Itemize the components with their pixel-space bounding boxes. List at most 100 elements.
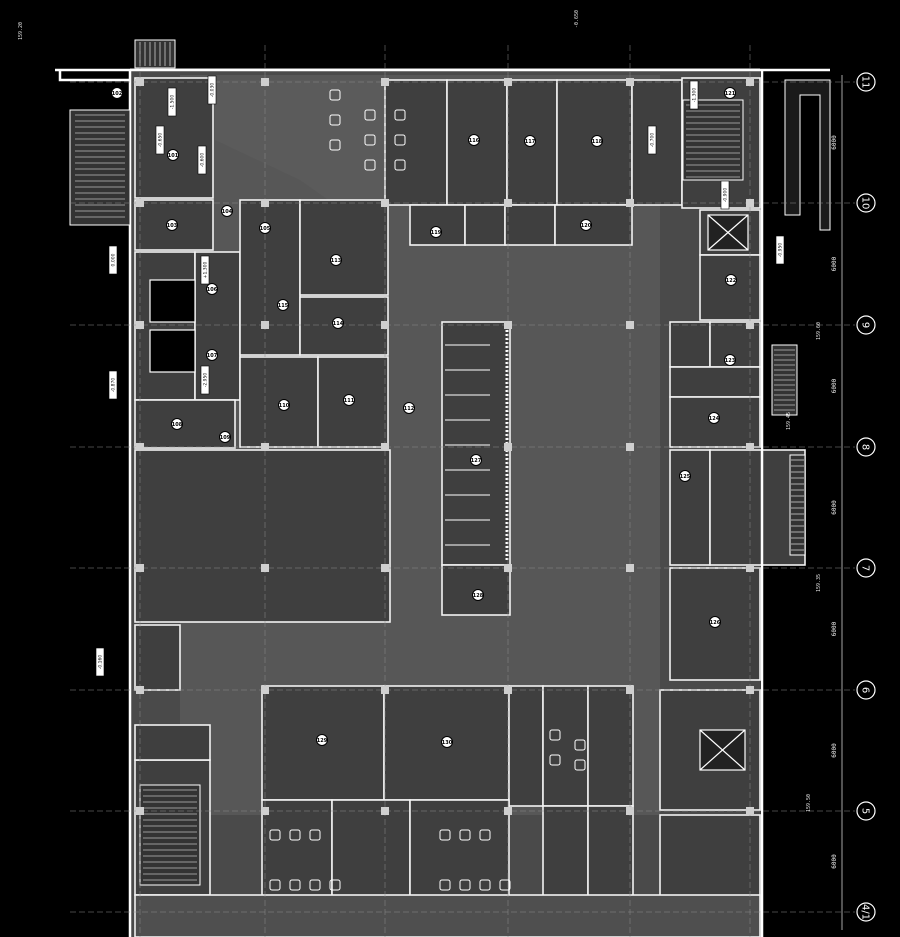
- level-mark: -0.900: [720, 180, 730, 210]
- level-mark: +1.300: [200, 255, 210, 285]
- room-tag: 124: [708, 412, 720, 424]
- dimension-label: 6000: [831, 135, 838, 150]
- axis-label: 9: [860, 322, 871, 328]
- room-tag: 130: [441, 736, 453, 748]
- elevation-label: 159.45: [786, 412, 792, 430]
- rooms: [134, 77, 806, 937]
- room-tag: 110: [278, 399, 290, 411]
- axis-marker-8: 8: [856, 437, 876, 457]
- svg-text:130: 130: [442, 740, 453, 746]
- room-tag: 102: [111, 87, 123, 99]
- room-tag: 121: [724, 87, 736, 99]
- svg-text:104: 104: [222, 209, 233, 215]
- axis-marker-6: 6: [856, 680, 876, 700]
- svg-text:112: 112: [404, 406, 415, 412]
- dimension-label: 6000: [831, 256, 838, 271]
- svg-text:-0.700: -0.700: [650, 133, 656, 148]
- level-mark: -0.160: [95, 647, 105, 677]
- axis-label: 7: [860, 565, 871, 571]
- dimension-label: 6000: [831, 854, 838, 869]
- svg-text:119: 119: [431, 230, 442, 236]
- svg-text:116: 116: [469, 138, 480, 144]
- dimension-label: 6000: [831, 378, 838, 393]
- ramp: [784, 79, 831, 231]
- svg-text:109: 109: [220, 435, 231, 441]
- room-tag: 117: [524, 135, 536, 147]
- svg-text:-2.950: -2.950: [203, 373, 209, 388]
- room-tag: 111: [343, 394, 355, 406]
- svg-text:111: 111: [344, 398, 355, 404]
- dimension-labels: 6000 6000 6000 6000 6000 6000 6000: [831, 135, 838, 869]
- level-marks: -0.650 -0.600 -1.500 -0.030 -0.700 -1.300 -0.9…: [95, 75, 785, 677]
- level-mark: -0.950: [775, 235, 785, 265]
- elevation-label: 159.35: [816, 574, 822, 592]
- svg-text:-0.030: -0.030: [210, 83, 216, 98]
- room-tag: 108: [171, 418, 183, 430]
- room-tag: 126: [709, 616, 721, 628]
- room-tag: 115: [277, 299, 289, 311]
- level-mark: -1.300: [689, 80, 699, 110]
- svg-text:-0.900: -0.900: [723, 188, 729, 203]
- axis-label: 4/1: [860, 904, 871, 920]
- svg-text:-0.160: -0.160: [98, 655, 104, 670]
- axis-label: 6: [860, 687, 871, 693]
- elevation-label: 159.20: [18, 22, 24, 40]
- room-tag: 109: [219, 431, 231, 443]
- axis-label: 5: [860, 808, 871, 814]
- elevators: [149, 214, 749, 771]
- axis-marker-9: 9: [856, 315, 876, 335]
- room-tag: 107: [206, 349, 218, 361]
- axis-markers: 11 10 9 8 7 6 5 4/1: [856, 72, 876, 922]
- axis-marker-10: 10: [856, 193, 876, 213]
- svg-text:114: 114: [333, 321, 344, 327]
- room-tag: 129: [316, 734, 328, 746]
- level-mark: -1.500: [167, 87, 177, 117]
- room-tag: 123: [724, 354, 736, 366]
- svg-text:120: 120: [581, 223, 592, 229]
- dimension-label: 6000: [831, 500, 838, 515]
- svg-text:118: 118: [592, 139, 603, 145]
- dimension-label: 6000: [831, 743, 838, 758]
- room-tag: 114: [332, 317, 344, 329]
- dimension-label: 6000: [831, 621, 838, 636]
- room-tag: 119: [430, 226, 442, 238]
- level-mark: -0.700: [647, 125, 657, 155]
- svg-text:-0.600: -0.600: [200, 153, 206, 168]
- room-tag: 128: [472, 589, 484, 601]
- svg-text:125: 125: [680, 474, 691, 480]
- elevation-label: 159.60: [816, 322, 822, 340]
- columns: [136, 78, 754, 815]
- svg-text:121: 121: [725, 91, 736, 97]
- room-tag: 106: [206, 283, 218, 295]
- grid-lines: [70, 45, 855, 937]
- room-tag: 105: [259, 222, 271, 234]
- room-tag: 120: [580, 219, 592, 231]
- room-tag: 104: [221, 205, 233, 217]
- room-tag: 116: [468, 134, 480, 146]
- elevation-label: -0.650: [574, 10, 580, 28]
- svg-text:-0.650: -0.650: [158, 133, 164, 148]
- elevation-label: 159.50: [806, 794, 812, 812]
- svg-text:126: 126: [710, 620, 721, 626]
- svg-text:128: 128: [473, 593, 484, 599]
- svg-text:105: 105: [260, 226, 271, 232]
- level-mark: -0.030: [207, 75, 217, 105]
- room-tag: 122: [725, 274, 737, 286]
- axis-label: 11: [860, 76, 871, 89]
- svg-text:-1.500: -1.500: [170, 95, 176, 110]
- svg-text:122: 122: [726, 278, 737, 284]
- level-mark: -0.650: [155, 125, 165, 155]
- fixtures: [269, 89, 586, 891]
- svg-text:-0.870: -0.870: [111, 378, 117, 393]
- svg-text:106: 106: [207, 287, 218, 293]
- axis-label: 10: [860, 197, 871, 210]
- room-tag: 101: [167, 149, 179, 161]
- room-tag: 113: [330, 254, 342, 266]
- svg-text:-1.300: -1.300: [692, 88, 698, 103]
- svg-text:+1.300: +1.300: [203, 262, 209, 279]
- svg-text:113: 113: [331, 258, 342, 264]
- svg-text:101: 101: [168, 153, 179, 159]
- svg-text:129: 129: [317, 738, 328, 744]
- svg-text:102: 102: [112, 91, 123, 97]
